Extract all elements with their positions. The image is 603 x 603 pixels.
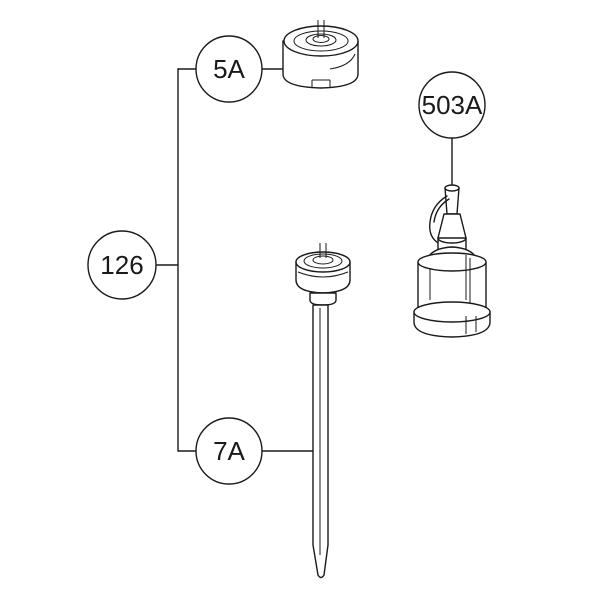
callout-cup-circle (418, 71, 486, 139)
callout-assembly: 126 (87, 230, 157, 300)
callout-cap-label: 5A (213, 54, 245, 84)
callout-needle: 7A (195, 417, 263, 485)
callout-cap: 5A (195, 35, 263, 103)
callout-cap-circle (195, 35, 263, 103)
callout-needle-circle (195, 417, 263, 485)
cap-part (282, 20, 359, 89)
leader-lines (155, 68, 453, 452)
callout-assembly-label: 126 (100, 250, 143, 280)
callout-cup: 503A (418, 71, 486, 139)
cup-part (413, 184, 491, 338)
callout-cup-label: 503A (422, 90, 483, 120)
needle-part (295, 243, 351, 579)
callout-needle-label: 7A (213, 436, 245, 466)
callout-assembly-circle (87, 230, 157, 300)
